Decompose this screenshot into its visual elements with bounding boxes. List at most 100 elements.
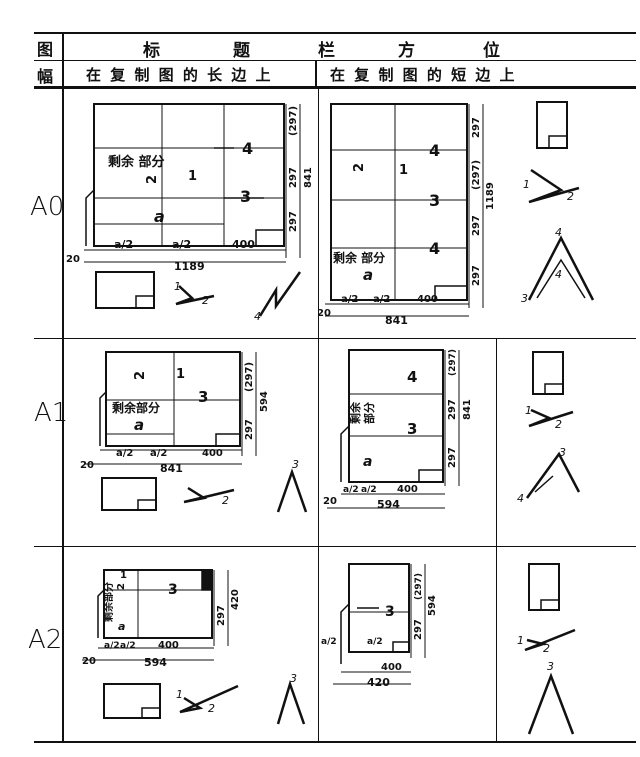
row-label-a0: A0 — [30, 192, 65, 222]
a2-long-vtot: 420 — [230, 589, 241, 610]
a2-long-n3: 3 — [168, 582, 178, 598]
a0-short-n3: 3 — [429, 191, 440, 210]
a2-fold-n3: 3 — [547, 660, 554, 673]
a0-long-mini-n4: 4 — [254, 310, 261, 323]
a0-short-v1: 297 — [471, 117, 482, 138]
a0-short-v3: 297 — [471, 215, 482, 236]
a2-short-total: 420 — [367, 676, 390, 689]
a0-long-mini-n2: 2 — [202, 294, 209, 307]
a2-long-n1: 1 — [120, 570, 127, 581]
header-title-char-3: 栏 — [318, 41, 337, 61]
a1-long-total: 841 — [160, 462, 183, 475]
a0-long-a: a — [154, 207, 165, 226]
a0-fold-n4b: 4 — [555, 268, 562, 281]
a1-short-v1: (297) — [448, 349, 458, 376]
a1-fold-n4: 4 — [517, 492, 524, 505]
a1-short-v3: 297 — [447, 447, 458, 468]
a1-fold-n2: 2 — [555, 418, 562, 431]
header-title-char-2: 题 — [233, 41, 252, 61]
header-title-char-4: 方 — [398, 41, 417, 61]
a0-long-v1: (297) — [288, 106, 299, 136]
a2-long-total: 594 — [144, 656, 167, 669]
table-top-border — [34, 32, 636, 34]
a1-fold-n3: 3 — [559, 446, 566, 459]
row-a0-bottom-border — [34, 338, 636, 339]
table-bottom-border — [34, 741, 636, 743]
a1-short-n4: 4 — [407, 368, 417, 386]
row-label-a1: A1 — [34, 398, 69, 428]
a0-short-d1: a/2 — [341, 294, 358, 305]
header-bottom-border — [34, 86, 636, 89]
a0-long-v2: 297 — [288, 167, 299, 188]
a2-long-mini-n3: 3 — [290, 672, 297, 685]
a0-fold-n1: 1 — [523, 178, 530, 191]
header-mid-border — [34, 60, 636, 61]
a1-short-a: a — [363, 454, 372, 470]
a1-long-margin: 20 — [80, 460, 94, 471]
fold-column-divider — [496, 339, 497, 742]
a2-long-margin: 20 — [82, 656, 96, 667]
a0-short-v2: (297) — [471, 160, 482, 190]
row-label-a2: A2 — [28, 625, 63, 655]
a0-short-d3: 400 — [417, 294, 438, 305]
header-title-char-5: 位 — [483, 41, 502, 61]
a2-long-side-diagram: 1 2 3 剩余部分 a a/2 a/2 400 594 20 297 420 … — [82, 569, 306, 725]
a2-fold-n1: 1 — [517, 634, 524, 647]
a1-fold-n1: 1 — [525, 404, 532, 417]
a0-long-d3: 400 — [232, 238, 255, 251]
a1-short-remain2: 部分 — [362, 402, 376, 424]
body-divider-a1a2 — [318, 339, 319, 742]
a2-short-vtot: 594 — [427, 595, 438, 616]
a0-long-v3: 297 — [288, 211, 299, 232]
header-long-side: 在 复 制 图 的 长 边 上 — [86, 66, 273, 84]
header-col1-top: 图 — [37, 40, 56, 59]
header-title-char-1: 标 — [143, 41, 162, 61]
a0-long-vtot: 841 — [303, 167, 314, 188]
a2-fold-n2: 2 — [543, 642, 550, 655]
a0-short-v4: 297 — [471, 265, 482, 286]
a1-long-n3: 3 — [198, 388, 208, 406]
a1-short-v2: 297 — [447, 399, 458, 420]
a1-short-d2: a/2 — [361, 485, 377, 495]
a0-short-n2: 2 — [352, 163, 367, 172]
header-sub-divider — [315, 60, 317, 87]
a0-long-d2: a/2 — [172, 238, 191, 251]
a1-long-n1: 1 — [176, 367, 185, 382]
a2-long-d2: a/2 — [120, 641, 136, 651]
a0-short-margin: 20 — [319, 308, 331, 319]
header-col1-bottom: 幅 — [37, 67, 56, 86]
a2-short-d2: a/2 — [367, 637, 383, 647]
a0-short-a: a — [363, 266, 373, 284]
a2-long-mini-n1: 1 — [176, 688, 183, 701]
a1-long-d2: a/2 — [150, 448, 167, 459]
a1-long-d3: 400 — [202, 448, 223, 459]
a1-long-mini-n2: 2 — [222, 494, 229, 507]
a2-short-v1: (297) — [414, 573, 424, 600]
a0-fold-n4a: 4 — [555, 226, 562, 239]
a0-long-n1: 1 — [188, 169, 197, 184]
a1-long-d1: a/2 — [116, 448, 133, 459]
body-divider-a0 — [318, 89, 319, 338]
a1-long-side-diagram: 2 1 3 剩余部分 a a/2 a/2 400 841 20 (297) 29… — [80, 351, 308, 513]
a1-short-side-diagram: 4 3 剩余 部分 a a/2 a/2 400 594 20 (297) 297… — [323, 349, 473, 511]
a2-short-d1: a/2 — [321, 637, 337, 647]
a0-short-n1: 1 — [399, 163, 408, 178]
a0-long-total: 1189 — [174, 260, 205, 273]
label-column-border — [62, 32, 64, 743]
a1-fold-diagram: 1 2 3 4 — [517, 351, 581, 505]
a2-long-d1: a/2 — [104, 641, 120, 651]
a0-short-total: 841 — [385, 314, 408, 327]
a2-short-v2: 297 — [413, 619, 424, 640]
a0-short-remain: 剩余 部分 — [333, 250, 385, 265]
a0-short-d2: a/2 — [373, 294, 390, 305]
a2-long-d3: 400 — [158, 640, 179, 651]
row-a1-bottom-border — [34, 546, 636, 547]
a1-short-n3: 3 — [407, 420, 417, 438]
a0-short-n4a: 4 — [429, 141, 440, 160]
a2-short-n3: 3 — [385, 604, 395, 620]
a1-long-vtot: 594 — [259, 391, 270, 412]
a1-short-vtot: 841 — [462, 399, 473, 420]
a1-long-v2: 297 — [244, 419, 255, 440]
a0-fold-n3: 3 — [521, 292, 528, 305]
a2-long-n2: 2 — [116, 583, 127, 590]
